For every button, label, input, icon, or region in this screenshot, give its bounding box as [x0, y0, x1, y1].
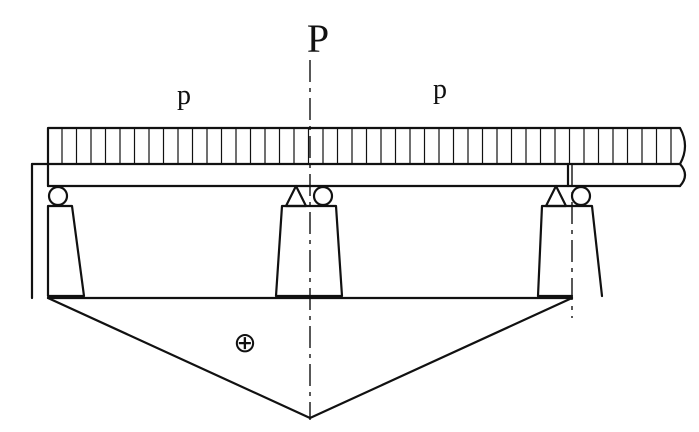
- left-end-wall: [30, 162, 50, 300]
- distributed-load-block: [46, 126, 687, 166]
- distributed-load-label-right: p: [433, 74, 447, 105]
- middle-support: [274, 184, 344, 298]
- left-support: [46, 185, 86, 298]
- distributed-load-hatching: [61, 128, 672, 164]
- positive-sign-label: ⊕: [233, 326, 256, 359]
- distributed-load-label-left: p: [177, 80, 191, 111]
- right-support: [536, 184, 604, 298]
- point-load-label: P: [307, 16, 329, 61]
- beam: [46, 162, 687, 188]
